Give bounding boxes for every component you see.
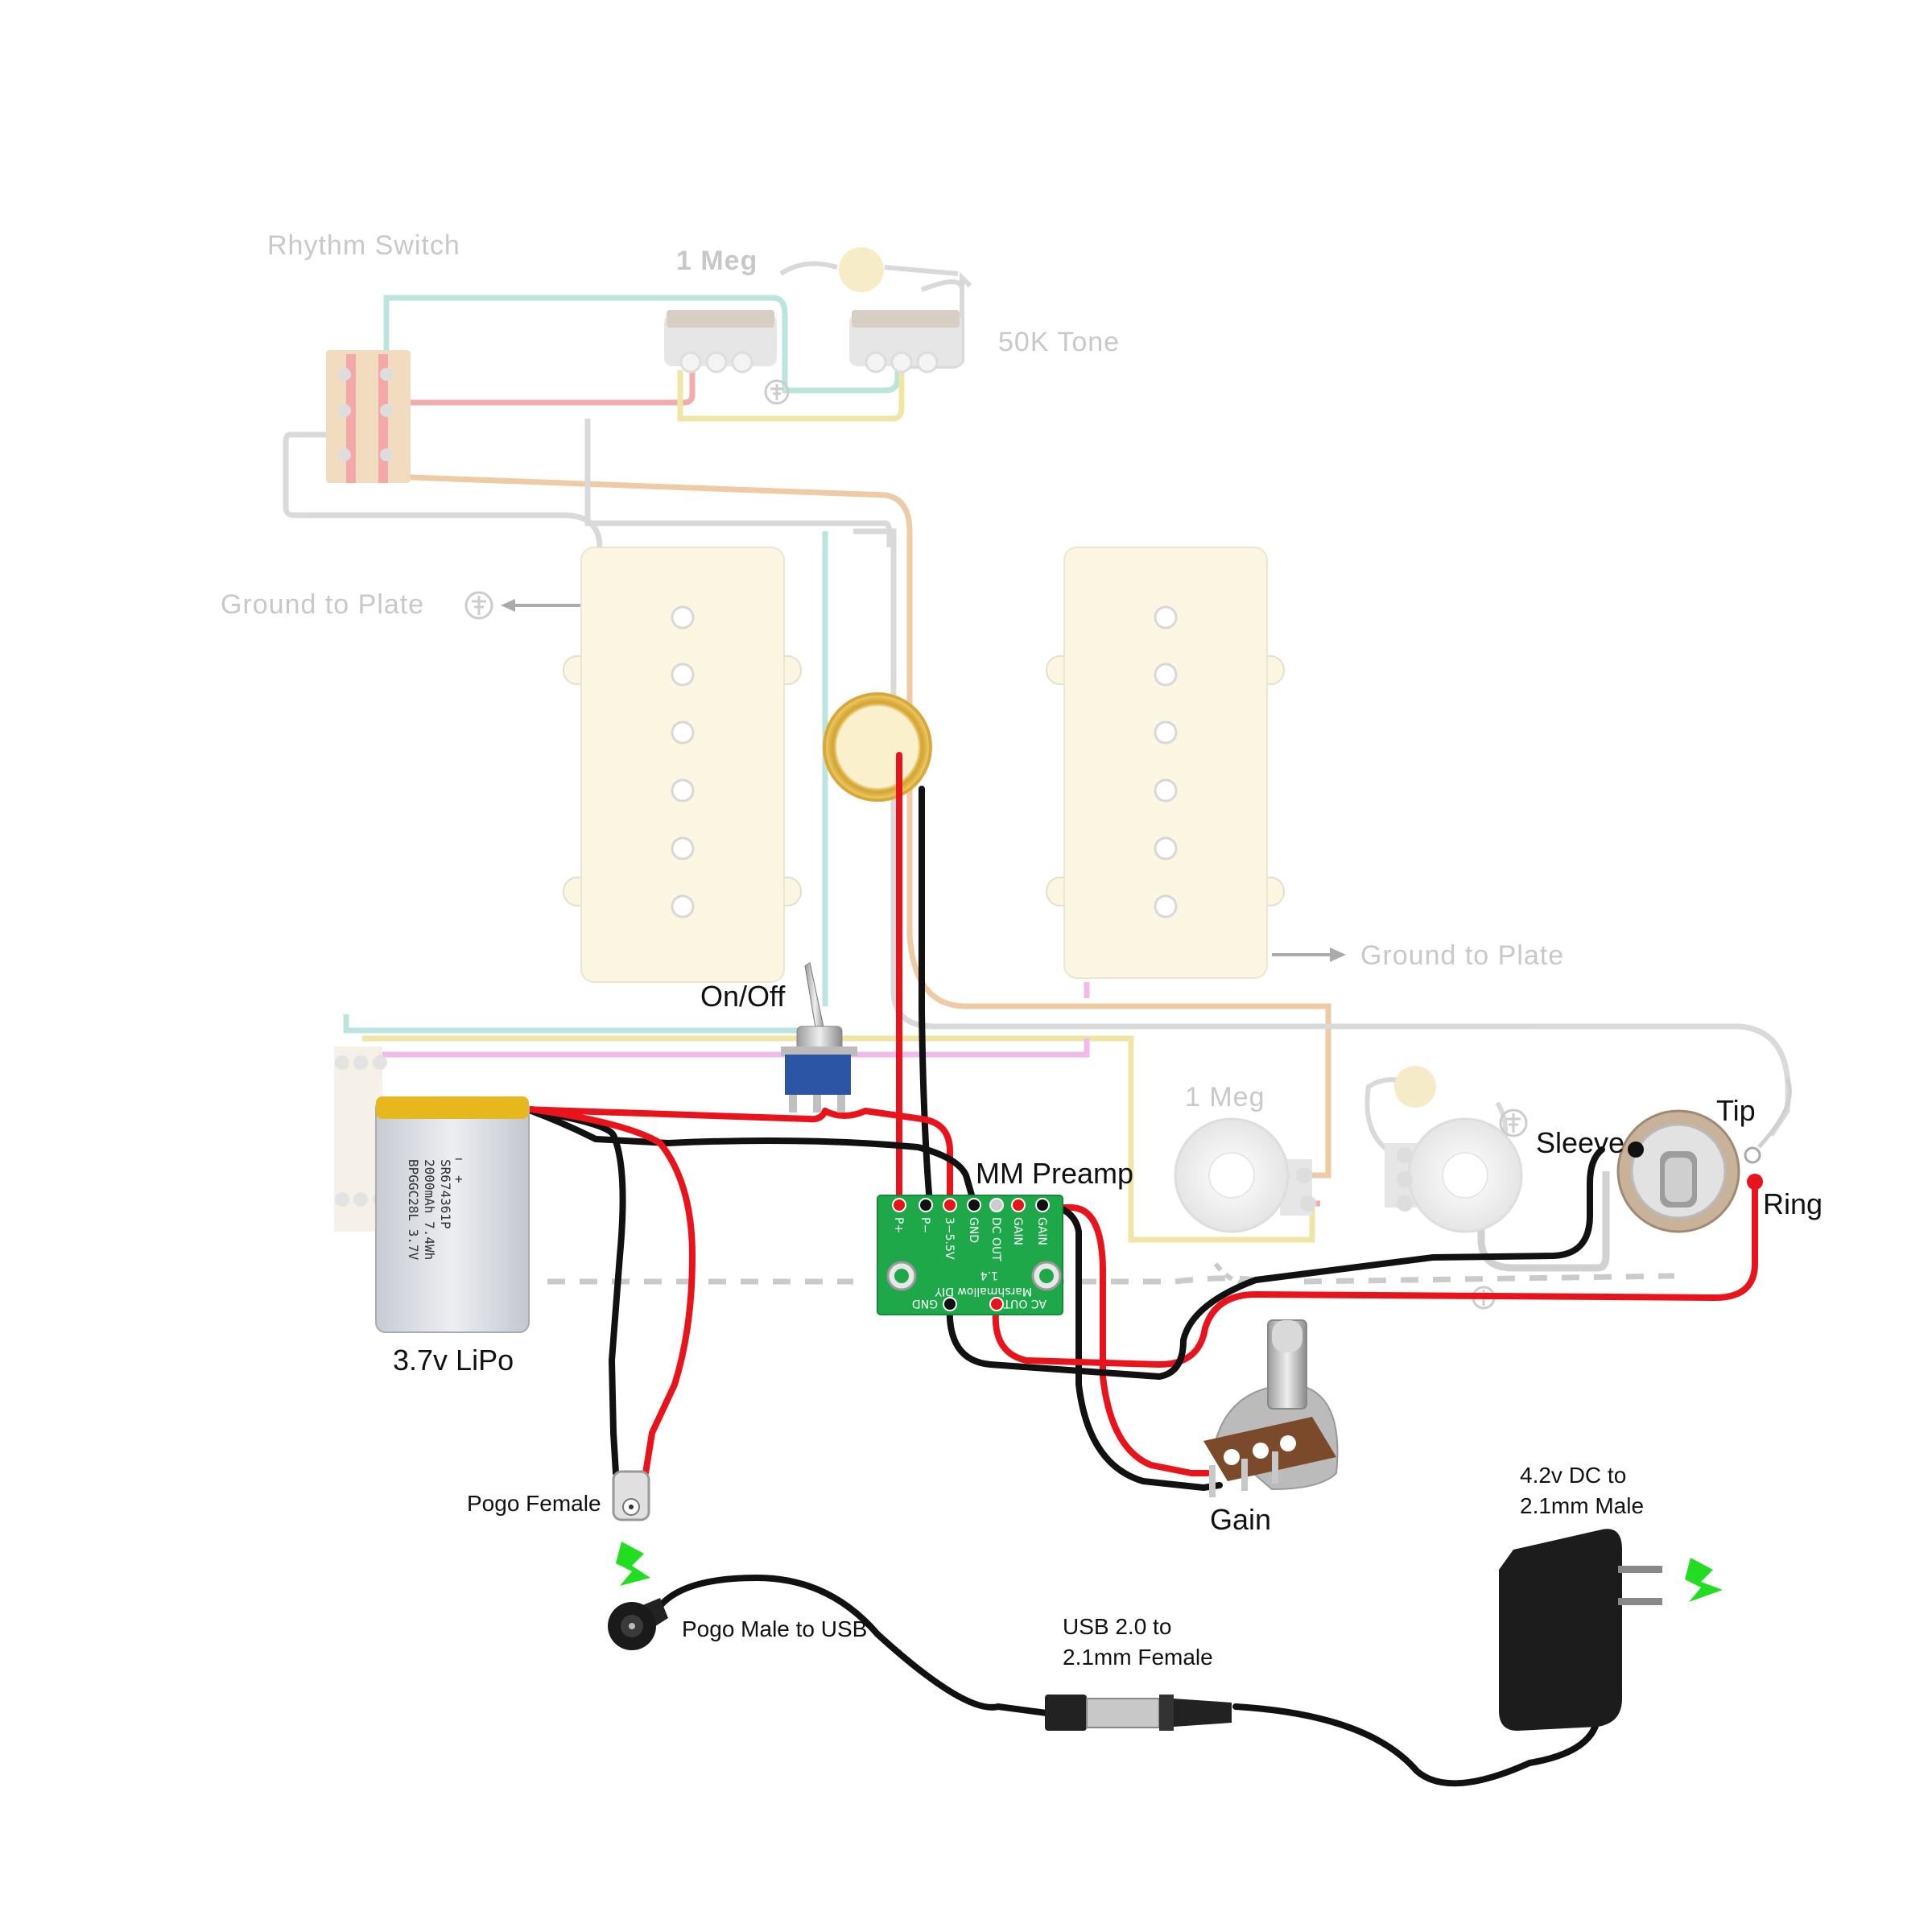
battery-plus: + (455, 1171, 463, 1187)
ground-icon (1499, 1108, 1528, 1137)
pin-p-plus: P+ (892, 1217, 905, 1233)
lipo-battery: SR674361P 2000mAh 7.4Wh BPGGC28L 3.7V − … (375, 1096, 530, 1333)
battery-text-line3: BPGGC28L 3.7V (406, 1159, 421, 1261)
battery-text-line1: SR674361P (438, 1159, 453, 1229)
charging-cable (657, 1574, 1602, 1787)
one-meg-top-label: 1 Meg (676, 246, 758, 276)
bridge-pickup (1046, 547, 1285, 979)
tone-capacitor (839, 247, 884, 292)
pin-gnd: GND (967, 1217, 980, 1243)
charger-label-line1: 4.2v DC to (1520, 1463, 1626, 1488)
charger-label-line2: 2.1mm Male (1520, 1493, 1644, 1518)
pin-vcc: 3−5.5V (943, 1217, 956, 1260)
pin-gain-2: GAIN (1035, 1217, 1048, 1245)
lightning-bolt-icon (616, 1542, 650, 1586)
usb-adapter-label-line2: 2.1mm Female (1063, 1645, 1213, 1670)
pogo-female-label: Pogo Female (467, 1491, 601, 1516)
ring-label: Ring (1763, 1187, 1823, 1220)
on-off-label: On/Off (700, 980, 786, 1013)
one-meg-bottom-label: 1 Meg (1185, 1082, 1265, 1113)
battery-minus: − (455, 1151, 463, 1166)
neck-pickup (563, 547, 802, 983)
pogo-male-connector (608, 1598, 668, 1650)
ground-plate-left-label: Ground to Plate (221, 589, 424, 620)
ground-plate-right-label: Ground to Plate (1360, 940, 1564, 971)
ground-icon (464, 591, 493, 620)
lipo-label: 3.7v LiPo (393, 1344, 514, 1377)
lightning-bolt-icon (1685, 1558, 1723, 1602)
lower-tone-pot (1385, 1117, 1523, 1233)
pin-gain-1: GAIN (1011, 1217, 1024, 1245)
pin-dc-out: DC OUT (989, 1217, 1002, 1261)
pin-bottom-gnd: GND (912, 1297, 938, 1310)
battery-text-line2: 2000mAh 7.4Wh (422, 1159, 437, 1260)
lower-volume-pot (1174, 1117, 1316, 1233)
arrow-icon (501, 599, 581, 612)
gain-potentiometer (1203, 1319, 1339, 1497)
tone-50k-label: 50K Tone (998, 327, 1120, 357)
output-jack (1616, 1077, 1792, 1233)
faded-terminal-strip (334, 1046, 387, 1232)
rhythm-switch-label: Rhythm Switch (267, 230, 460, 261)
usb-to-barrel-adapter (1045, 1695, 1232, 1731)
top-volume-pot (664, 310, 777, 374)
tip-label: Tip (1716, 1094, 1756, 1127)
usb-adapter-label-line1: USB 2.0 to (1063, 1614, 1171, 1639)
gain-label: Gain (1210, 1503, 1271, 1536)
sleeve-label: Sleeve (1536, 1126, 1624, 1159)
rhythm-switch (326, 350, 411, 483)
top-tone-pot (849, 310, 962, 374)
mm-preamp-board: P+ P− 3−5.5V GND DC OUT GAIN GAIN GND AC… (877, 1195, 1063, 1315)
on-off-toggle-switch[interactable] (781, 962, 857, 1113)
board-version: 1.4 (980, 1269, 998, 1282)
pogo-female-connector (612, 1470, 650, 1521)
pogo-male-label: Pogo Male to USB (682, 1616, 867, 1641)
board-brand: Marshmallow DIY (935, 1285, 1032, 1298)
piezo-pickup (823, 692, 932, 802)
lower-tone-capacitor (1394, 1066, 1436, 1108)
mm-preamp-label: MM Preamp (976, 1157, 1133, 1190)
arrow-icon (1272, 947, 1346, 962)
pin-ac-out: AC OUT (1003, 1297, 1046, 1310)
pin-p-minus: P− (919, 1217, 931, 1233)
ground-icon (764, 379, 790, 405)
wall-charger (1499, 1529, 1662, 1731)
active-wires (520, 752, 1758, 1491)
